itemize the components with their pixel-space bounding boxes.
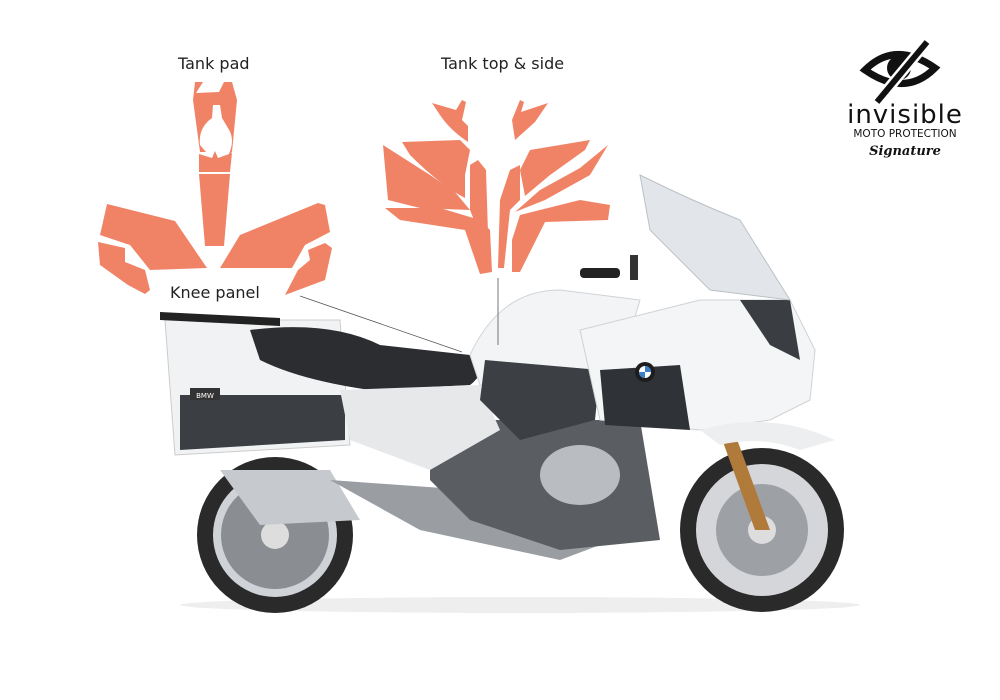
logo-brand-name: invisible	[847, 100, 963, 130]
tank-top-side-label: Tank top & side	[441, 54, 565, 73]
knee-area	[480, 360, 600, 440]
logo-subtitle: MOTO PROTECTION	[853, 128, 957, 140]
crossed-eye-icon	[859, 38, 941, 106]
motorcycle-image: BMW	[160, 174, 860, 613]
knee-panel-label: Knee panel	[170, 283, 260, 302]
knee-panel-leader-line	[299, 295, 463, 353]
pannier-badge: BMW	[196, 392, 214, 400]
tank-pad-label: Tank pad	[178, 54, 250, 73]
logo-signature: Signature	[869, 144, 941, 159]
tank-top-side-film-pieces	[383, 100, 610, 274]
brand-logo: invisible MOTO PROTECTION Signature	[840, 36, 970, 159]
tank-pad-film-pieces	[98, 82, 332, 295]
bmw-badge-plate	[190, 388, 220, 400]
